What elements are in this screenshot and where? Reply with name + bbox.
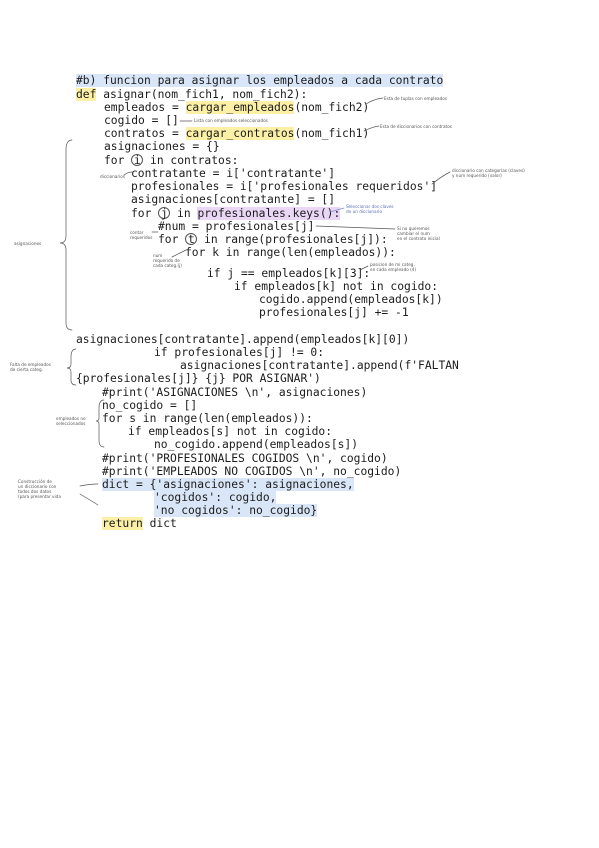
code-line-for-j: for j in profesionales.keys(): <box>131 207 341 220</box>
code-line-asig-contratante: asignaciones[contratante] = [] <box>131 193 336 206</box>
code-line-asignaciones: asignaciones = {} <box>104 140 220 153</box>
code-line-profesionales: profesionales = i['profesionales requeri… <box>131 180 438 193</box>
code-line-cogido-append: cogido.append(empleados[k]) <box>259 293 443 306</box>
in-kw: in <box>170 207 198 220</box>
code-line-contratante: contratante = i['contratante'] <box>131 167 336 180</box>
note-no-seleccionados: empleados no seleccionados <box>56 416 86 426</box>
note-lista-seleccionados: Lista con empleados seleccionados <box>194 118 268 123</box>
code-line-for-k: for k in range(len(empleados)): <box>185 246 396 259</box>
note-falta-empleados: Falta de empleados de cierta categ. <box>10 362 51 372</box>
code-line-faltan-cont: {profesionales[j]} {j} POR ASIGNAR') <box>76 372 321 385</box>
for-kw: for <box>131 207 159 220</box>
bracket-falta <box>66 348 77 386</box>
code-line-for-t: for t in range(profesionales[j]): <box>158 233 388 246</box>
code-line-if-not-in: if empleados[k] not in cogido: <box>234 280 439 293</box>
empleados-assign: empleados = <box>104 101 186 114</box>
code-line-for-i: for i in contratos: <box>104 154 238 167</box>
keyword-def: def <box>76 88 97 101</box>
circled-var-t: t <box>185 233 198 246</box>
return-value: dict <box>142 517 177 530</box>
code-line-for-s: for s in range(len(empleados)): <box>102 412 313 425</box>
bracket-asignaciones <box>59 139 73 331</box>
code-line-contratos: contratos = cargar_contratos(nom_fich1) <box>104 127 369 140</box>
arrow-num <box>315 225 396 230</box>
note-lista-tuplas: Esta de tuplas con empleados <box>384 96 447 101</box>
profesionales-keys: profesionales.keys(): <box>197 207 341 220</box>
code-line-print-emp: #print('EMPLEADOS NO COGIDOS \n', no_cog… <box>102 465 402 478</box>
code-line-if-j: if j == empleados[k][3]: <box>207 267 371 280</box>
note-construccion-dict: Construcción de un diccionario con todos… <box>18 479 61 499</box>
code-line-def: def asignar(nom_fich1, nom_fich2): <box>76 88 307 101</box>
code-line-num-comment: #num = profesionales[j] <box>158 220 315 233</box>
code-line-decrement: profesionales[j] += -1 <box>259 306 409 319</box>
code-line-if-faltan: if profesionales[j] != 0: <box>154 346 325 359</box>
note-asignaciones: asignaciones <box>14 241 42 246</box>
note-no-cambiar-num: Si no queremos cambiar el num en el cont… <box>397 226 440 241</box>
note-lista-diccionarios: Esta de diccionarios con contratos <box>380 124 452 129</box>
code-line-append-faltan: asignaciones[contratante].append(f'FALTA… <box>180 359 459 372</box>
code-line-dict-cogidos: 'cogidos': cogido, <box>154 491 277 504</box>
code-line-no-cogido-append: no_cogido.append(empleados[s]) <box>154 438 359 451</box>
note-diccionario-categorias: diccionario con categorías (claves) y nu… <box>452 168 525 178</box>
note-posicion-categ: posicion de mi categ. en cada empleado (… <box>370 262 417 272</box>
empleados-args: (nom_fich2) <box>294 101 370 114</box>
code-line-dict-nocogidos: 'no cogidos': no_cogido} <box>154 504 318 517</box>
for-t-rest: in range(profesionales[j]): <box>197 233 388 246</box>
contratos-args: (nom_fich1) <box>294 127 370 140</box>
circled-var-i: i <box>131 154 144 167</box>
def-signature: asignar(nom_fich1, nom_fich2): <box>96 88 308 101</box>
code-line-print-prof: #print('PROFESIONALES COGIDOS \n', cogid… <box>102 452 388 465</box>
arrow-construccion-2 <box>79 493 99 506</box>
for-kw: for <box>158 233 186 246</box>
fn-cargar-empleados: cargar_empleados <box>185 101 295 114</box>
contratos-assign: contratos = <box>104 127 186 140</box>
for-i-rest: in contratos: <box>143 154 239 167</box>
arrow-construccion <box>79 483 99 487</box>
code-line-cogido: cogido = [] <box>104 114 179 127</box>
code-line-return: return dict <box>102 517 177 530</box>
code-line-if-s: if empleados[s] not in cogido: <box>128 425 333 438</box>
code-line-dict: dict = {'asignaciones': asignaciones, <box>102 478 354 491</box>
code-line-asig-append: asignaciones[contratante].append(emplead… <box>76 333 410 346</box>
code-line-print-asig: #print('ASIGNACIONES \n', asignaciones) <box>102 386 368 399</box>
circled-var-j: j <box>158 207 171 220</box>
code-line-empleados: empleados = cargar_empleados(nom_fich2) <box>104 101 369 114</box>
note-diccionarios: diccionarios <box>100 174 126 179</box>
note-contar-requeridos: contar requeridos <box>130 230 153 240</box>
code-line-comment-title: #b) funcion para asignar los empleados a… <box>76 74 444 87</box>
note-seleccionar-claves: Seleccionar dos claves de un diccionario <box>346 204 394 214</box>
fn-cargar-contratos: cargar_contratos <box>185 127 295 140</box>
note-num-requerido: num requerido de cada categ.(j) <box>153 253 182 268</box>
keyword-return: return <box>102 517 143 530</box>
code-line-no-cogido: no_cogido = [] <box>102 399 198 412</box>
for-kw: for <box>104 154 132 167</box>
